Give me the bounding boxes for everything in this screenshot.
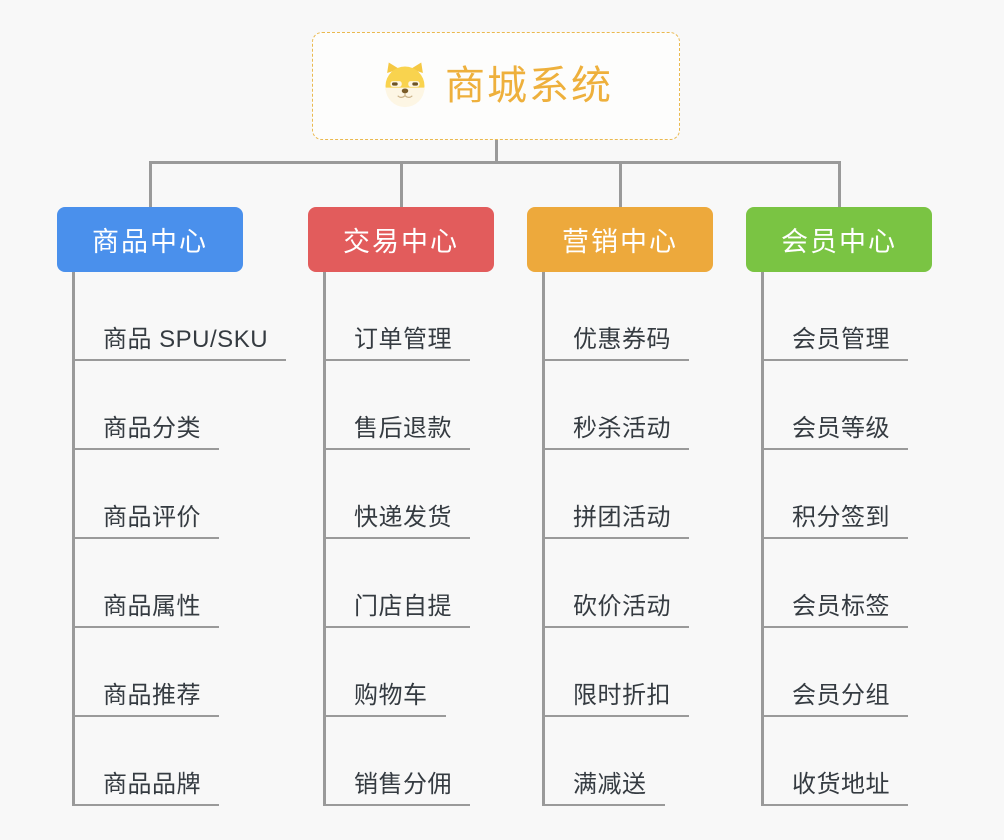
branch-drop-line-1 bbox=[149, 161, 152, 208]
branch-trunk-marketing bbox=[542, 272, 545, 806]
leaf-label: 会员管理 bbox=[792, 326, 890, 353]
leaf-item[interactable]: 商品属性 bbox=[72, 539, 219, 628]
branch-drop-line-2 bbox=[400, 161, 403, 208]
category-box-marketing[interactable]: 营销中心 bbox=[527, 207, 713, 272]
leaf-label: 优惠券码 bbox=[573, 326, 671, 353]
leaf-label: 购物车 bbox=[354, 682, 428, 709]
leaf-item[interactable]: 满减送 bbox=[542, 717, 665, 806]
branch-trunk-trade bbox=[323, 272, 326, 806]
leaf-item[interactable]: 购物车 bbox=[323, 628, 446, 717]
leaf-item[interactable]: 快递发货 bbox=[323, 450, 470, 539]
leaf-item[interactable]: 商品推荐 bbox=[72, 628, 219, 717]
leaf-label: 快递发货 bbox=[354, 504, 452, 531]
leaf-label: 会员分组 bbox=[792, 682, 890, 709]
leaf-label: 会员等级 bbox=[792, 415, 890, 442]
shiba-dog-face-icon bbox=[379, 60, 431, 112]
leaf-label: 秒杀活动 bbox=[573, 415, 671, 442]
leaf-item[interactable]: 门店自提 bbox=[323, 539, 470, 628]
leaf-label: 商品评价 bbox=[103, 504, 201, 531]
leaf-label: 砍价活动 bbox=[573, 593, 671, 620]
category-box-member[interactable]: 会员中心 bbox=[746, 207, 932, 272]
root-stem-line bbox=[495, 140, 498, 164]
leaf-item[interactable]: 售后退款 bbox=[323, 361, 470, 450]
category-box-product[interactable]: 商品中心 bbox=[57, 207, 243, 272]
branch-bus-line bbox=[150, 161, 840, 164]
leaf-item[interactable]: 积分签到 bbox=[761, 450, 908, 539]
branch-drop-line-3 bbox=[619, 161, 622, 208]
leaf-item[interactable]: 拼团活动 bbox=[542, 450, 689, 539]
leaf-item[interactable]: 砍价活动 bbox=[542, 539, 689, 628]
leaf-label: 订单管理 bbox=[354, 326, 452, 353]
branch-trunk-member bbox=[761, 272, 764, 806]
root-node[interactable]: 商城系统 bbox=[312, 32, 680, 140]
category-box-trade[interactable]: 交易中心 bbox=[308, 207, 494, 272]
category-title-marketing: 营销中心 bbox=[562, 227, 678, 257]
leaf-label: 商品品牌 bbox=[103, 771, 201, 798]
leaf-label: 限时折扣 bbox=[573, 682, 671, 709]
leaf-label: 商品 SPU/SKU bbox=[103, 326, 269, 353]
leaf-item[interactable]: 限时折扣 bbox=[542, 628, 689, 717]
leaf-label: 收货地址 bbox=[792, 771, 890, 798]
leaf-label: 拼团活动 bbox=[573, 504, 671, 531]
leaf-label: 售后退款 bbox=[354, 415, 452, 442]
leaf-item[interactable]: 商品品牌 bbox=[72, 717, 219, 806]
leaf-item[interactable]: 销售分佣 bbox=[323, 717, 470, 806]
leaf-item[interactable]: 收货地址 bbox=[761, 717, 908, 806]
leaf-label: 销售分佣 bbox=[354, 771, 452, 798]
root-title: 商城系统 bbox=[445, 64, 613, 108]
leaf-item[interactable]: 会员分组 bbox=[761, 628, 908, 717]
leaf-item[interactable]: 会员标签 bbox=[761, 539, 908, 628]
branch-trunk-product bbox=[72, 272, 75, 806]
leaf-label: 满减送 bbox=[573, 771, 647, 798]
leaf-label: 门店自提 bbox=[354, 593, 452, 620]
category-title-member: 会员中心 bbox=[781, 227, 897, 257]
branch-drop-line-4 bbox=[838, 161, 841, 208]
leaf-label: 商品推荐 bbox=[103, 682, 201, 709]
category-title-product: 商品中心 bbox=[92, 227, 208, 257]
leaf-item[interactable]: 会员等级 bbox=[761, 361, 908, 450]
leaf-item[interactable]: 商品评价 bbox=[72, 450, 219, 539]
leaf-item[interactable]: 秒杀活动 bbox=[542, 361, 689, 450]
leaf-label: 积分签到 bbox=[792, 504, 890, 531]
leaf-item[interactable]: 商品分类 bbox=[72, 361, 219, 450]
leaf-item[interactable]: 商品 SPU/SKU bbox=[72, 272, 287, 361]
leaf-label: 商品属性 bbox=[103, 593, 201, 620]
leaf-label: 会员标签 bbox=[792, 593, 890, 620]
category-title-trade: 交易中心 bbox=[343, 227, 459, 257]
leaf-item[interactable]: 订单管理 bbox=[323, 272, 470, 361]
leaf-item[interactable]: 会员管理 bbox=[761, 272, 908, 361]
leaf-item[interactable]: 优惠券码 bbox=[542, 272, 689, 361]
leaf-label: 商品分类 bbox=[103, 415, 201, 442]
